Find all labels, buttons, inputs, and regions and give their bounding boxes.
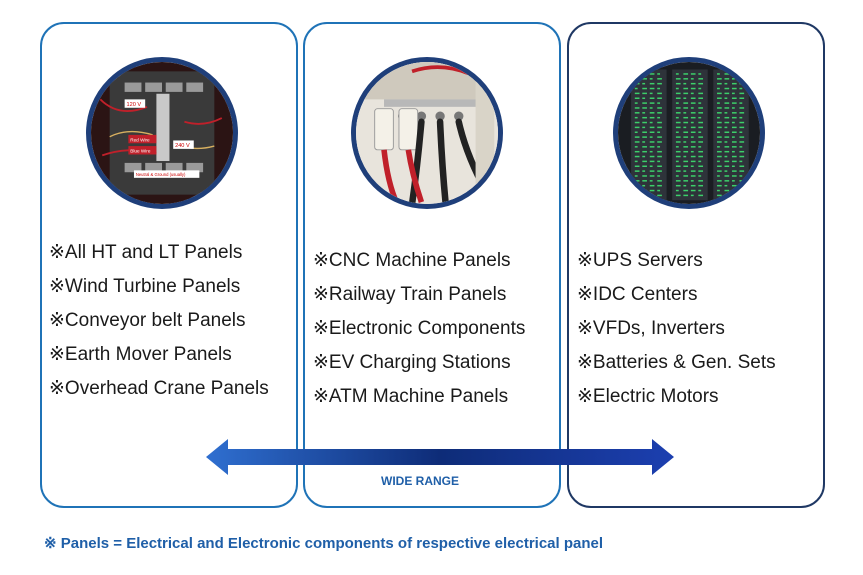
list-item: ※EV Charging Stations bbox=[313, 352, 511, 373]
list-item: ※Electric Motors bbox=[577, 386, 719, 407]
footnote: ※ Panels = Electrical and Electronic com… bbox=[44, 535, 604, 552]
wide-range-label: WIDE RANGE bbox=[381, 474, 459, 488]
list-item: ※Batteries & Gen. Sets bbox=[577, 352, 776, 373]
application-list-1: ※All HT and LT Panels ※Wind Turbine Pane… bbox=[49, 236, 269, 406]
busbar-cables-image bbox=[356, 62, 498, 204]
list-item: ※VFDs, Inverters bbox=[577, 318, 725, 339]
list-item: ※Wind Turbine Panels bbox=[49, 276, 241, 297]
server-rack-image bbox=[618, 62, 760, 204]
list-item: ※Railway Train Panels bbox=[313, 284, 507, 305]
photo-label-blue-wire: Blue Wire bbox=[130, 149, 151, 154]
list-item: ※ATM Machine Panels bbox=[313, 386, 509, 407]
electrical-panel-photo: 120 V Red Wire Blue Wire 240 V Neutral &… bbox=[86, 57, 238, 209]
application-list-3: ※UPS Servers ※IDC Centers ※VFDs, Inverte… bbox=[577, 244, 776, 414]
photo-label-120v: 120 V bbox=[127, 102, 142, 108]
list-item: ※All HT and LT Panels bbox=[49, 242, 243, 263]
list-item: ※Electronic Components bbox=[313, 318, 526, 339]
server-rack-photo bbox=[613, 57, 765, 209]
photo-label-240v: 240 V bbox=[175, 143, 190, 149]
electrical-panel-image: 120 V Red Wire Blue Wire 240 V Neutral &… bbox=[91, 62, 233, 204]
list-item: ※Conveyor belt Panels bbox=[49, 310, 246, 331]
application-list-2: ※CNC Machine Panels ※Railway Train Panel… bbox=[313, 244, 525, 414]
list-item: ※IDC Centers bbox=[577, 284, 698, 305]
list-item: ※Earth Mover Panels bbox=[49, 344, 232, 365]
list-item: ※UPS Servers bbox=[577, 250, 703, 271]
list-item: ※Overhead Crane Panels bbox=[49, 378, 269, 399]
photo-label-red-wire: Red Wire bbox=[130, 137, 150, 142]
busbar-photo bbox=[351, 57, 503, 209]
photo-label-neutral-ground: Neutral & Ground (usually) bbox=[136, 172, 186, 177]
list-item: ※CNC Machine Panels bbox=[313, 250, 511, 271]
double-headed-arrow-icon bbox=[206, 439, 674, 475]
